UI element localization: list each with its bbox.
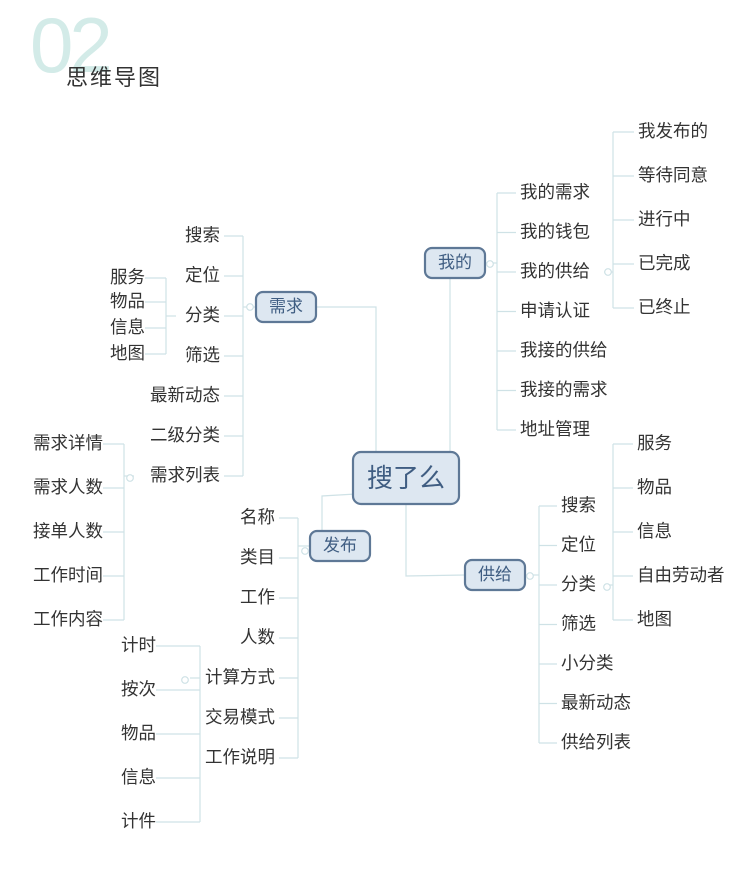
connector-center-xuqiu bbox=[316, 306, 377, 452]
xuqiu-fenlei-item: 服务 bbox=[110, 268, 145, 288]
xuqiu-item: 筛选 bbox=[185, 346, 220, 366]
xuqiu-item: 最新动态 bbox=[150, 386, 220, 406]
xuqiu-fenlei-item: 物品 bbox=[110, 292, 145, 312]
section-title: 思维导图 bbox=[66, 66, 163, 91]
gongji-fenlei-item: 物品 bbox=[637, 478, 672, 498]
xuqiu-list-item: 需求详情 bbox=[33, 434, 103, 454]
fabu-item: 计算方式 bbox=[205, 668, 275, 688]
wode-item: 我的钱包 bbox=[520, 223, 590, 243]
gongji-fenlei-item: 信息 bbox=[637, 522, 672, 542]
gongji-item: 分类 bbox=[561, 575, 596, 595]
branch-gongji-frame bbox=[463, 558, 527, 592]
branch-wode-label: 我的 bbox=[438, 253, 472, 273]
branch-gongji[interactable]: 供给 bbox=[463, 558, 527, 592]
fabu-item: 工作 bbox=[240, 588, 275, 608]
header: 02 思维导图 bbox=[0, 0, 750, 110]
branch-gongji-label: 供给 bbox=[478, 565, 512, 585]
fabu-fangshi-item: 物品 bbox=[121, 724, 156, 744]
connector-fabu-fangshi-dot bbox=[181, 676, 189, 684]
branch-fabu-frame bbox=[308, 529, 372, 563]
nodes: 搜了么需求我的发布供给搜索定位分类筛选最新动态二级分类需求列表服务物品信息地图需… bbox=[33, 122, 725, 832]
wode-item: 地址管理 bbox=[520, 420, 590, 440]
connector-center-gongji bbox=[405, 504, 466, 577]
connector-xuqiu-dot bbox=[246, 303, 254, 311]
wode-gongji-item: 等待同意 bbox=[638, 166, 708, 186]
wode-gongji-item: 已终止 bbox=[638, 298, 691, 318]
fabu-item: 类目 bbox=[240, 548, 275, 568]
xuqiu-item: 需求列表 bbox=[150, 466, 220, 486]
connector-fabu-dot bbox=[301, 547, 309, 555]
wode-item: 我的需求 bbox=[520, 183, 590, 203]
gongji-item: 小分类 bbox=[561, 654, 614, 674]
branch-wode-frame bbox=[423, 246, 487, 280]
wode-gongji-item: 我发布的 bbox=[638, 122, 708, 142]
fabu-item: 工作说明 bbox=[205, 748, 275, 768]
branch-wode[interactable]: 我的 bbox=[423, 246, 487, 280]
fabu-fangshi-item: 计件 bbox=[121, 812, 156, 832]
xuqiu-list-item: 工作内容 bbox=[33, 610, 103, 630]
wode-gongji-item: 已完成 bbox=[638, 254, 691, 274]
gongji-fenlei-item: 服务 bbox=[637, 434, 672, 454]
gongji-item: 最新动态 bbox=[561, 694, 631, 714]
connector-gongji-fenlei-dot bbox=[603, 583, 611, 591]
branch-fabu[interactable]: 发布 bbox=[308, 529, 372, 563]
connector-center-fabu bbox=[321, 493, 357, 532]
connector-wode-dot bbox=[486, 260, 494, 268]
wode-item: 申请认证 bbox=[520, 302, 590, 322]
fabu-fangshi-item: 信息 bbox=[121, 768, 156, 788]
branch-xuqiu[interactable]: 需求 bbox=[254, 290, 318, 324]
gongji-item: 供给列表 bbox=[561, 733, 631, 753]
wode-item: 我接的需求 bbox=[520, 381, 608, 401]
fabu-item: 名称 bbox=[240, 508, 275, 528]
connector-center-wode bbox=[449, 267, 455, 452]
xuqiu-item: 搜索 bbox=[185, 226, 220, 246]
xuqiu-item: 分类 bbox=[185, 306, 220, 326]
xuqiu-fenlei-item: 地图 bbox=[110, 344, 145, 364]
gongji-fenlei-item: 自由劳动者 bbox=[637, 566, 725, 586]
fabu-fangshi-item: 计时 bbox=[121, 636, 156, 656]
branch-xuqiu-label: 需求 bbox=[269, 297, 303, 317]
central-node-label: 搜了么 bbox=[367, 464, 445, 494]
gongji-item: 筛选 bbox=[561, 615, 596, 635]
wode-gongji-item: 进行中 bbox=[638, 210, 691, 230]
gongji-item: 搜索 bbox=[561, 496, 596, 516]
gongji-fenlei-item: 地图 bbox=[637, 610, 672, 630]
connector-gongji-dot bbox=[526, 572, 534, 580]
connector-xuqiu-list-dot bbox=[126, 474, 134, 482]
xuqiu-list-item: 工作时间 bbox=[33, 566, 103, 586]
connector-wode-gongji-dot bbox=[604, 268, 612, 276]
central-node-frame bbox=[351, 450, 461, 506]
connector-dots bbox=[126, 260, 612, 684]
xuqiu-list-item: 需求人数 bbox=[33, 478, 103, 498]
xuqiu-list-item: 接单人数 bbox=[33, 522, 103, 542]
central-node[interactable]: 搜了么 bbox=[351, 450, 461, 506]
gongji-item: 定位 bbox=[561, 536, 596, 556]
wode-item: 我的供给 bbox=[520, 262, 590, 282]
fabu-item: 交易模式 bbox=[205, 708, 275, 728]
fabu-item: 人数 bbox=[240, 628, 275, 648]
xuqiu-fenlei-item: 信息 bbox=[110, 318, 145, 338]
xuqiu-item: 定位 bbox=[185, 266, 220, 286]
xuqiu-item: 二级分类 bbox=[150, 426, 220, 446]
section-number: 02 bbox=[30, 1, 113, 89]
wode-item: 我接的供给 bbox=[520, 341, 608, 361]
branch-fabu-label: 发布 bbox=[323, 536, 357, 556]
branch-xuqiu-frame bbox=[254, 290, 318, 324]
fabu-fangshi-item: 按次 bbox=[121, 680, 156, 700]
